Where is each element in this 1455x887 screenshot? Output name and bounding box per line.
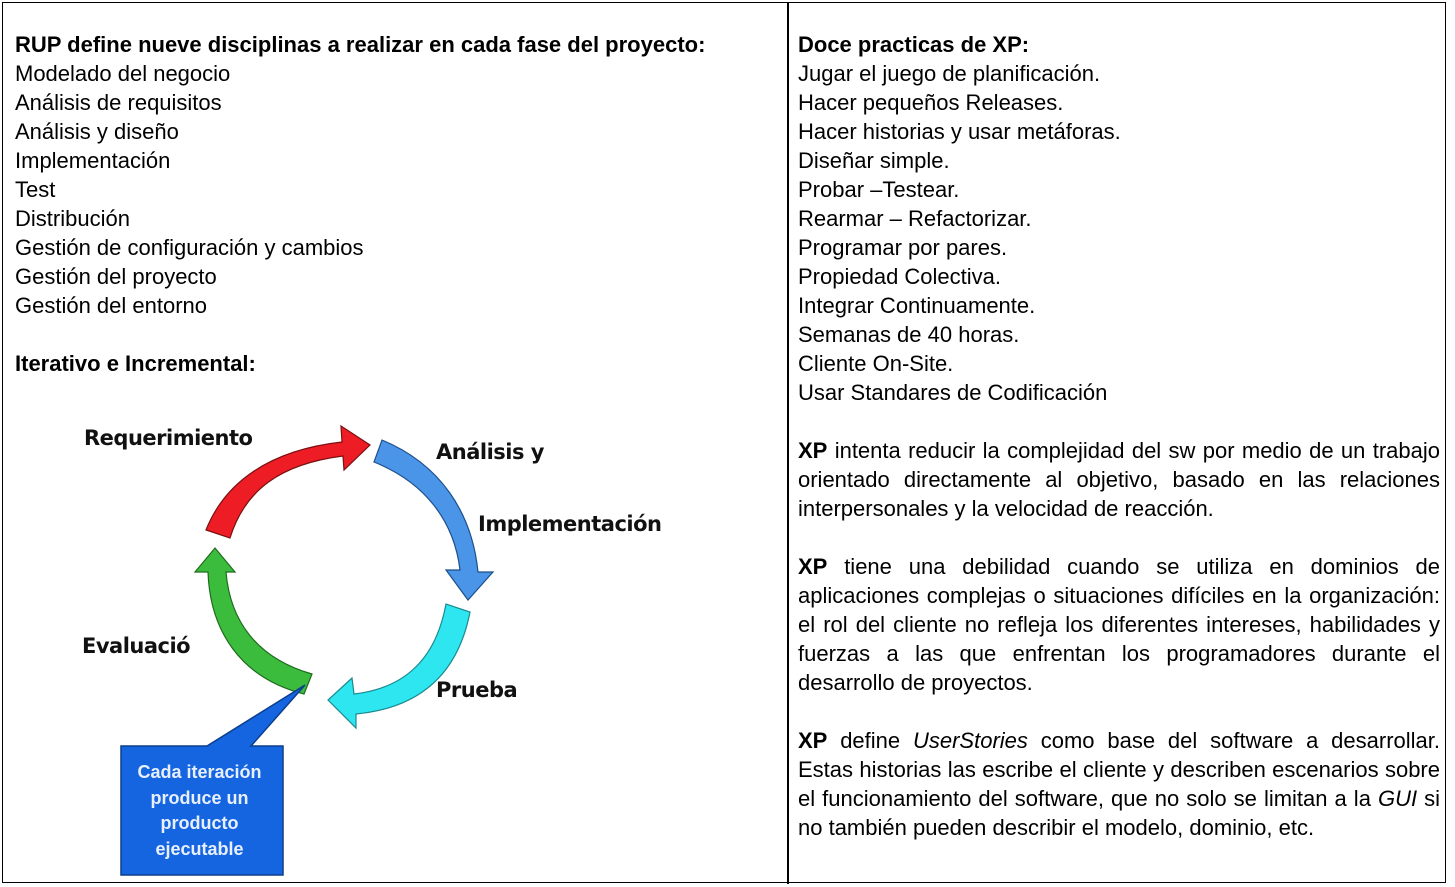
xp-practices-list: Jugar el juego de planificación. Hacer p… bbox=[798, 59, 1440, 407]
label-analisis: Análisis y bbox=[436, 440, 544, 464]
callout-line: ejecutable bbox=[155, 838, 244, 859]
label-requerimiento: Requerimiento bbox=[84, 426, 253, 450]
callout-line: Cada iteración bbox=[137, 762, 262, 782]
paragraph-text: define bbox=[827, 728, 913, 753]
xp-paragraph-userstories: XP define UserStories como base del soft… bbox=[798, 726, 1440, 842]
column-divider bbox=[787, 2, 789, 884]
label-prueba: Prueba bbox=[436, 678, 518, 702]
callout-line: produce un bbox=[150, 787, 249, 808]
xp-bold-label: XP bbox=[798, 728, 828, 753]
xp-column: Doce practicas de XP: Jugar el juego de … bbox=[798, 30, 1440, 842]
green-arrow-icon bbox=[193, 547, 313, 695]
gui-term: GUI bbox=[1377, 786, 1418, 811]
paragraph-text: como base del software a desarrollar. Es… bbox=[798, 728, 1440, 811]
discipline-item: Test bbox=[15, 177, 56, 202]
discipline-item: Gestión de configuración y cambios bbox=[15, 235, 364, 260]
xp-paragraph-complexity: XP intenta reducir la complejidad del sw… bbox=[798, 436, 1440, 523]
practice-item: Propiedad Colectiva. bbox=[798, 264, 1002, 289]
xp-bold-label: XP bbox=[798, 438, 828, 463]
practice-item: Semanas de 40 horas. bbox=[798, 322, 1020, 347]
discipline-item: Análisis de requisitos bbox=[15, 90, 222, 115]
practice-item: Hacer historias y usar metáforas. bbox=[798, 119, 1121, 144]
xp-bold-label: XP bbox=[798, 554, 828, 579]
practice-item: Jugar el juego de planificación. bbox=[798, 61, 1101, 86]
discipline-item: Modelado del negocio bbox=[15, 61, 231, 86]
discipline-item: Gestión del entorno bbox=[15, 293, 208, 318]
xp-heading: Doce practicas de XP: bbox=[798, 32, 1030, 57]
label-evaluacion: Evaluació bbox=[82, 634, 191, 658]
callout-line: producto bbox=[160, 813, 239, 833]
practice-item: Cliente On-Site. bbox=[798, 351, 954, 376]
paragraph-text: tiene una debilidad cuando se utiliza en… bbox=[798, 554, 1440, 695]
blue-arrow-icon bbox=[373, 439, 495, 601]
discipline-item: Análisis y diseño bbox=[15, 119, 179, 144]
rup-heading: RUP define nueve disciplinas a realizar … bbox=[15, 32, 706, 57]
discipline-item: Implementación bbox=[15, 148, 171, 173]
userstories-term: UserStories bbox=[912, 728, 1028, 753]
practice-item: Hacer pequeños Releases. bbox=[798, 90, 1064, 115]
practice-item: Programar por pares. bbox=[798, 235, 1008, 260]
cyan-arrow-icon bbox=[327, 603, 471, 730]
paragraph-text: intenta reducir la complejidad del sw po… bbox=[798, 438, 1440, 521]
red-arrow-icon bbox=[205, 424, 371, 539]
discipline-item: Gestión del proyecto bbox=[15, 264, 217, 289]
rup-disciplines-list: Modelado del negocio Análisis de requisi… bbox=[15, 59, 777, 320]
iterative-heading: Iterativo e Incremental: bbox=[15, 351, 256, 376]
practice-item: Diseñar simple. bbox=[798, 148, 950, 173]
rup-column: RUP define nueve disciplinas a realizar … bbox=[15, 30, 777, 378]
iterative-cycle-diagram: Requerimiento Análisis y Implementación … bbox=[60, 412, 692, 882]
label-implementacion: Implementación bbox=[478, 512, 662, 536]
practice-item: Rearmar – Refactorizar. bbox=[798, 206, 1032, 231]
practice-item: Integrar Continuamente. bbox=[798, 293, 1036, 318]
practice-item: Probar –Testear. bbox=[798, 177, 960, 202]
callout-box-icon bbox=[120, 684, 306, 876]
cycle-arrows-graphic bbox=[120, 424, 495, 876]
practice-item: Usar Standares de Codificación bbox=[798, 380, 1108, 405]
discipline-item: Distribución bbox=[15, 206, 130, 231]
callout-text: Cada iteración produce un producto ejecu… bbox=[122, 760, 277, 862]
paragraph-text: si no también pueden describir el modelo… bbox=[798, 786, 1440, 840]
xp-paragraph-weakness: XP tiene una debilidad cuando se utiliza… bbox=[798, 552, 1440, 697]
